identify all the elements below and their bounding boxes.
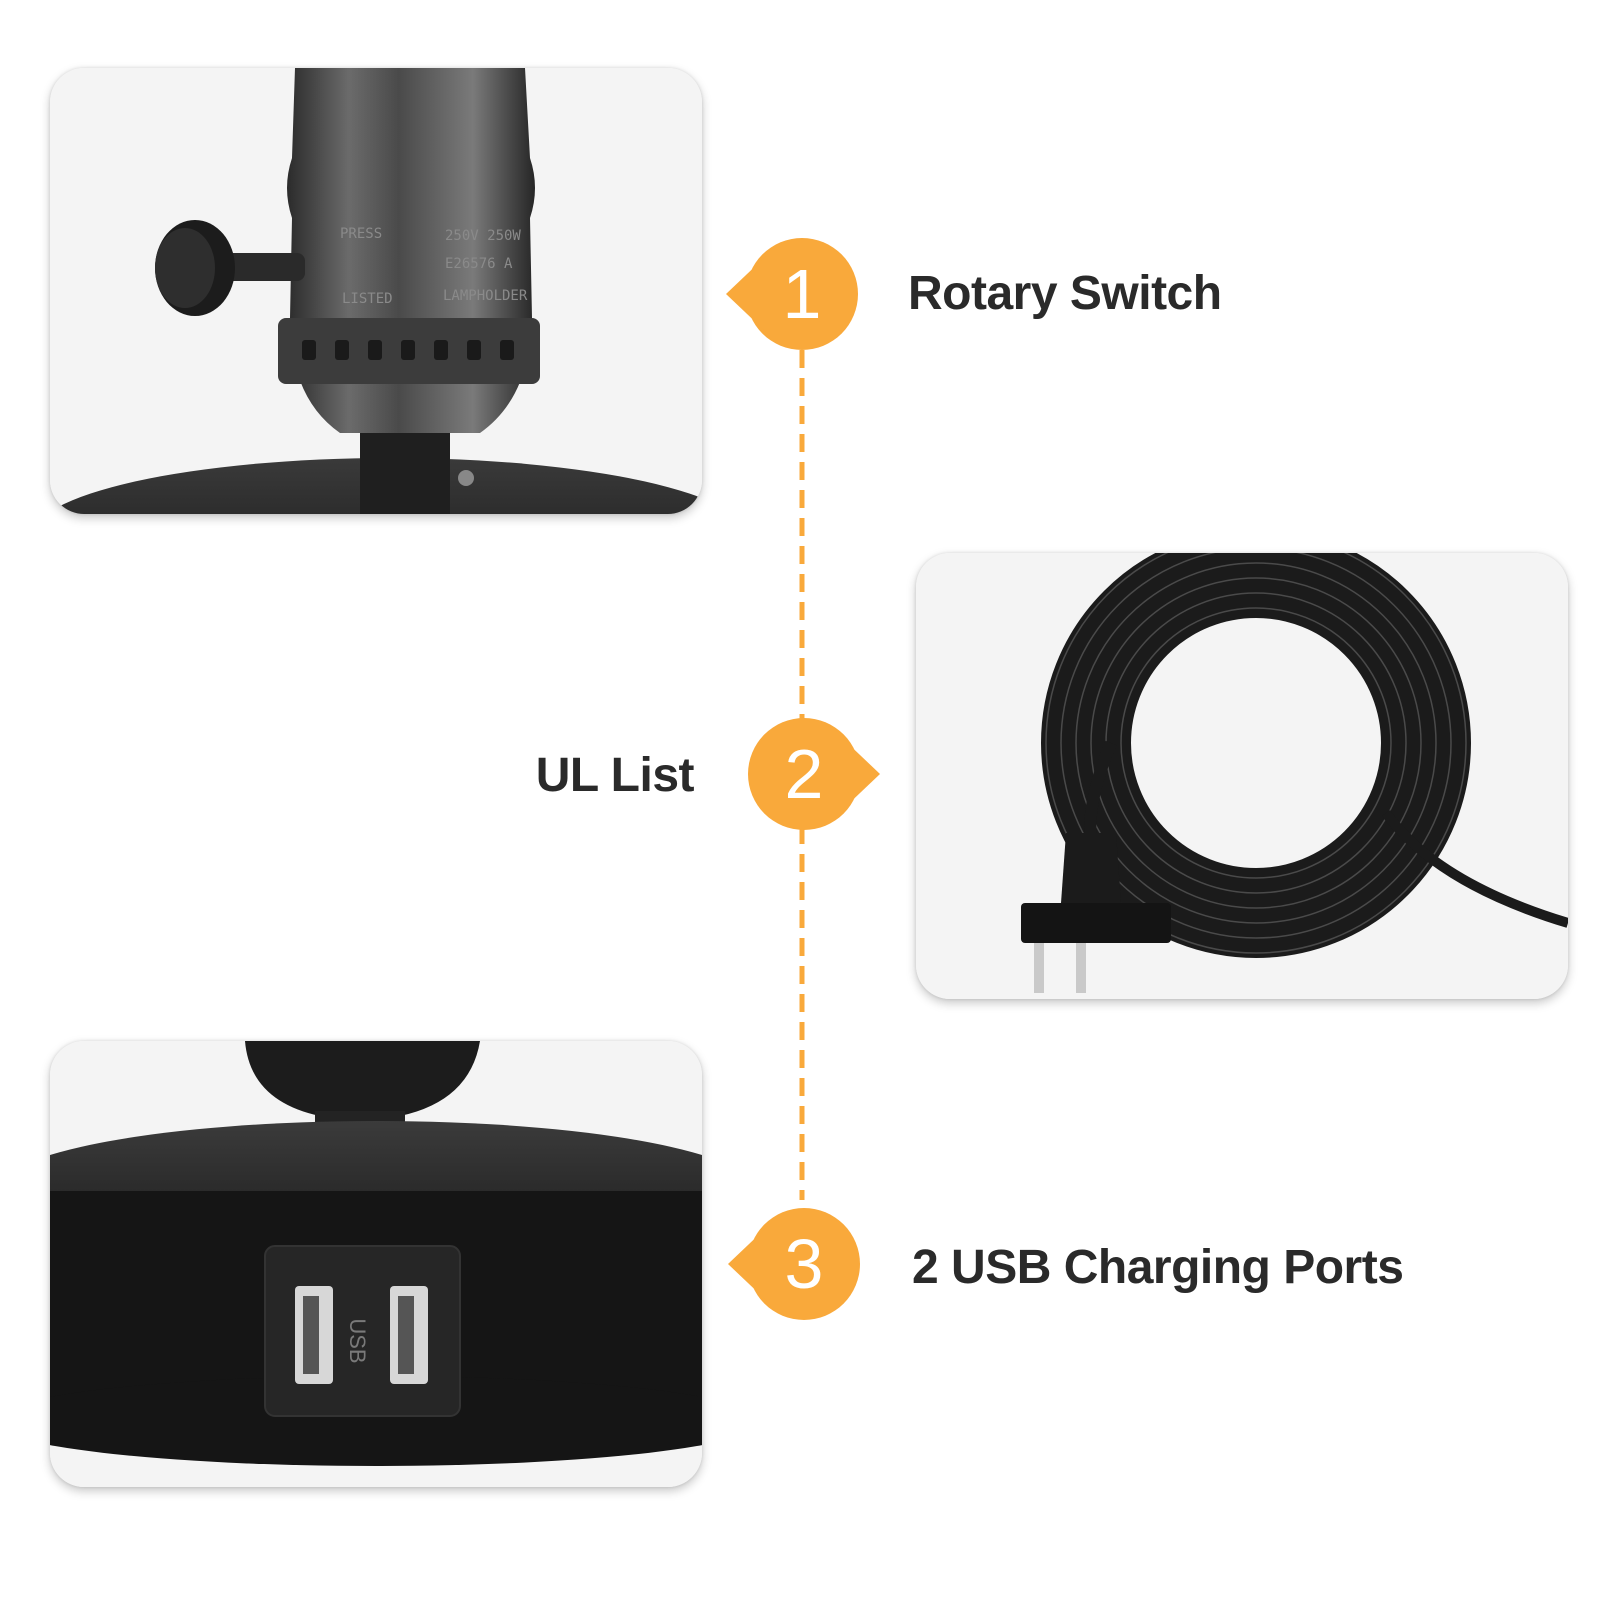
step-3-label: 2 USB Charging Ports: [912, 1241, 1404, 1294]
step-2-badge: 2: [748, 718, 880, 830]
engraving-text-2: 250V 250W: [445, 228, 521, 244]
step-3-number: 3: [784, 1225, 824, 1303]
pointer-left-icon: [726, 238, 858, 350]
pointer-right-icon: [748, 718, 880, 830]
usb-port-label: USB: [345, 1318, 370, 1363]
engraving-text-4: LAMPHOLDER: [443, 288, 528, 304]
step-2-number: 2: [784, 735, 824, 813]
coiled-power-cord-plug-photo: [916, 553, 1568, 999]
step-1-number: 1: [782, 255, 822, 333]
engraving-text-1: LISTED: [342, 291, 393, 307]
socket-photo-card: PRESS LISTED 250V 250W E26576 A LAMPHOLD…: [50, 68, 702, 514]
step-3-badge: 3: [728, 1208, 860, 1320]
pointer-left-icon: [728, 1208, 860, 1320]
engraving-text-0: PRESS: [340, 226, 382, 242]
step-2-label: UL List: [535, 749, 695, 802]
lamp-socket-rotary-switch-photo: PRESS LISTED 250V 250W E26576 A LAMPHOLD…: [50, 68, 702, 514]
cord-photo-card: [916, 553, 1568, 999]
step-1-badge: 1: [726, 238, 858, 350]
lamp-base-usb-ports-photo: USB: [50, 1041, 702, 1487]
engraving-text-3: E26576 A: [445, 256, 513, 272]
step-1-label: Rotary Switch: [908, 267, 1222, 320]
base-photo-card: USB: [50, 1041, 702, 1487]
